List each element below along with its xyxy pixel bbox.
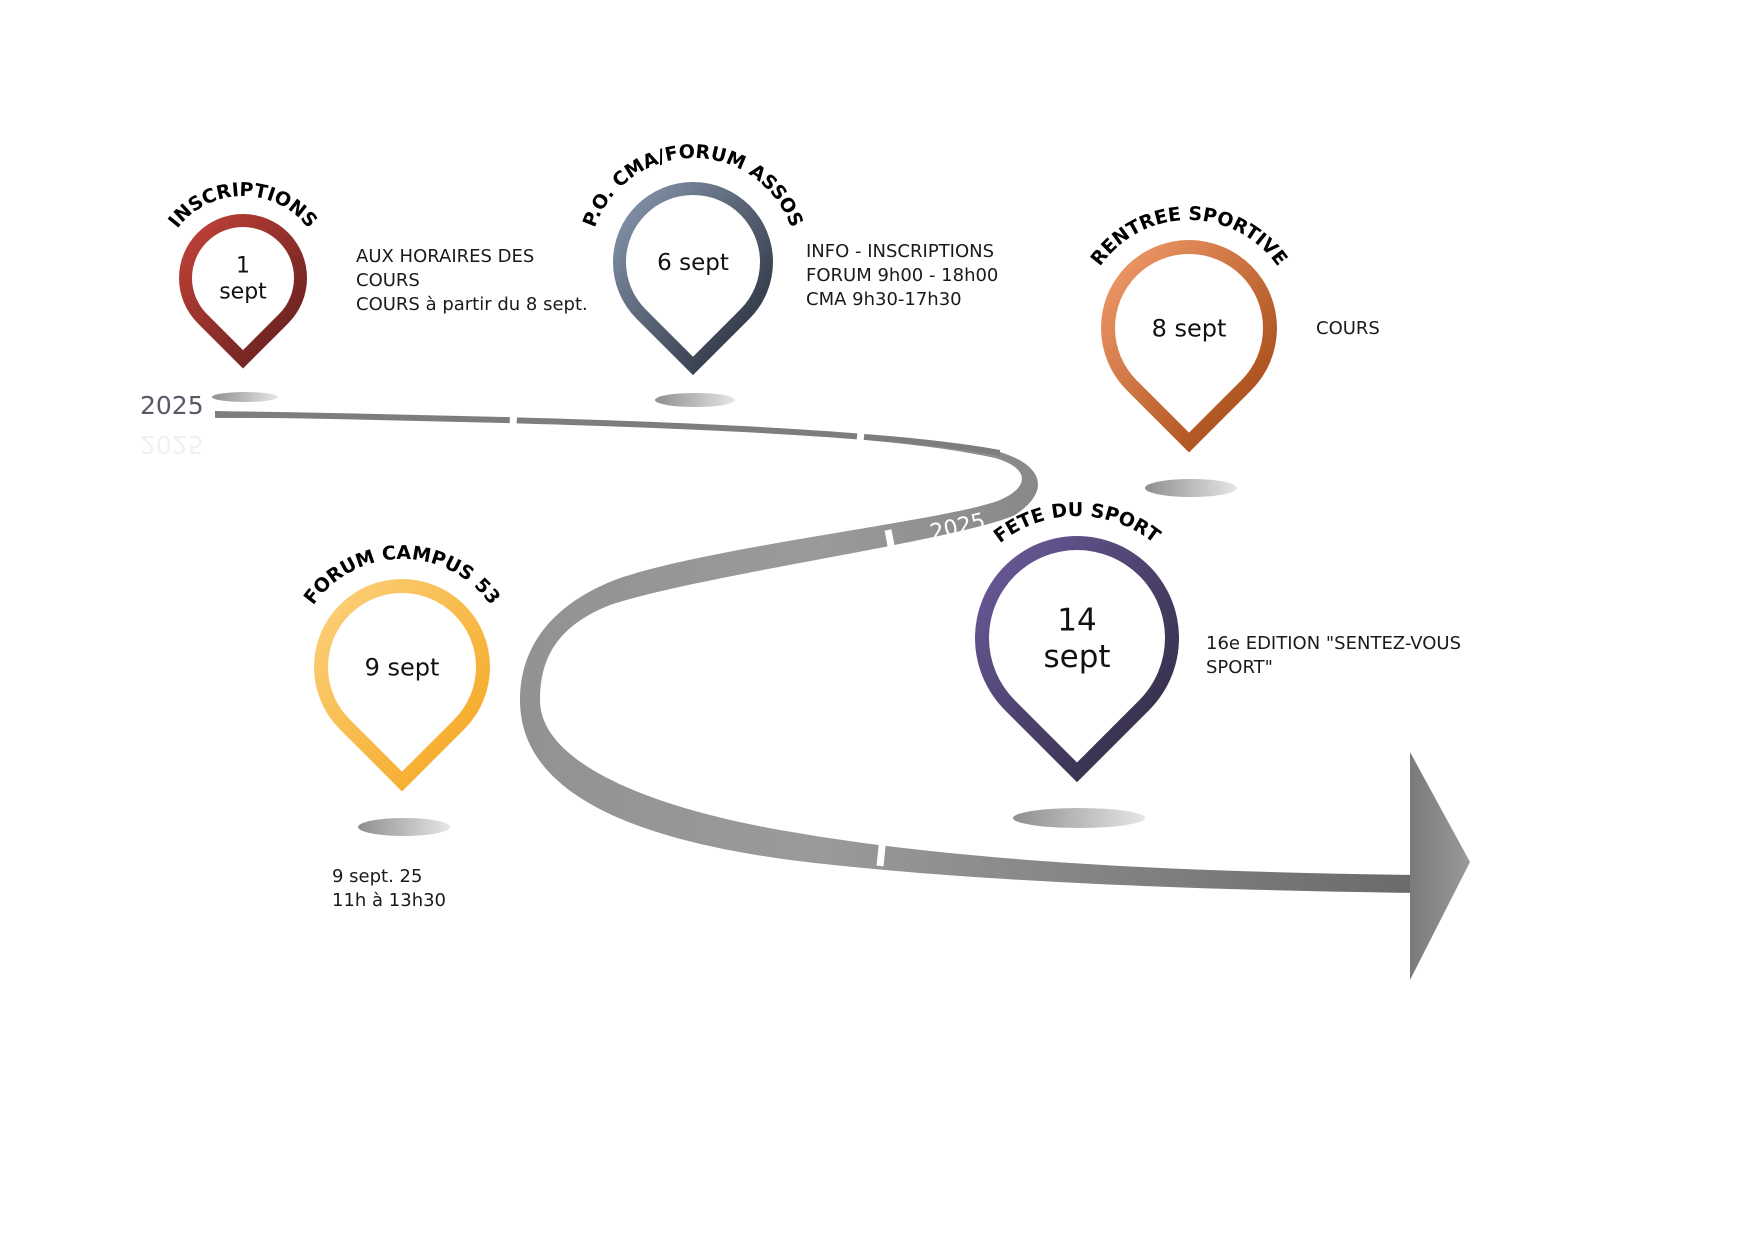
road-gaps <box>509 407 899 867</box>
pin-shadow <box>212 392 278 402</box>
event-note-inscriptions: AUX HORAIRES DES COURS COURS à partir du… <box>356 246 588 315</box>
pin-shadow <box>358 818 450 836</box>
event-note-po-cma: INFO - INSCRIPTIONS FORUM 9h00 - 18h00 C… <box>806 241 999 310</box>
pin-date: 14 <box>1057 603 1096 639</box>
pin-shadow <box>655 393 735 407</box>
pin-date: 8 sept <box>1152 314 1227 342</box>
pin-face <box>328 593 476 772</box>
timeline-arrow-head <box>1410 752 1470 980</box>
pin-date: 6 sept <box>657 250 729 276</box>
pin-date: 1 <box>236 254 250 279</box>
year-label-start-reflection: 2025 <box>140 430 204 459</box>
pin-date: 9 sept <box>365 653 440 681</box>
year-label-mid: 2025 <box>928 509 988 546</box>
pin-face <box>192 227 294 351</box>
pin-face <box>1115 254 1263 433</box>
pin-shadow <box>1013 808 1145 828</box>
pin-shadow <box>1145 479 1237 497</box>
event-note-fete-sport: 16e EDITION "SENTEZ-VOUS SPORT" <box>1206 633 1462 678</box>
event-note-forum-campus: 9 sept. 25 11h à 13h30 <box>332 866 447 911</box>
pin-face <box>989 549 1165 763</box>
year-label-start: 2025 <box>140 391 204 420</box>
event-note-rentree: COURS <box>1316 318 1380 339</box>
pin-date: sept <box>219 280 267 305</box>
pin-face <box>626 195 760 357</box>
pin-date: sept <box>1043 639 1110 675</box>
timeline-road-start <box>215 411 1000 456</box>
